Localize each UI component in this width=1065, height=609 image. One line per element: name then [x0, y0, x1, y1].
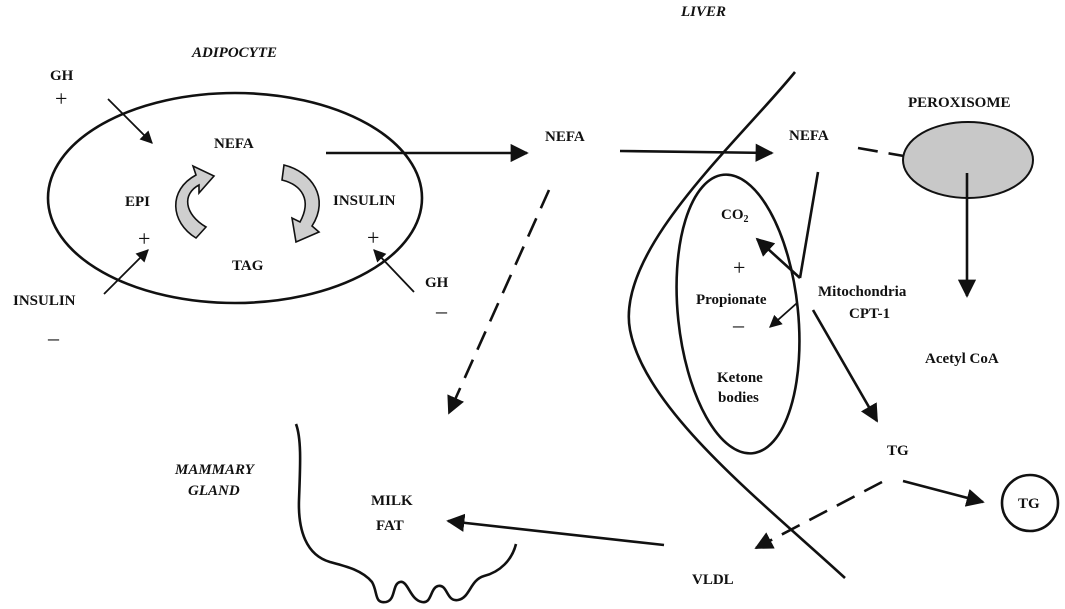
acetyl-coa-label: Acetyl CoA — [925, 351, 999, 367]
gh-top-arrow — [107, 98, 153, 144]
gh-top-sign: + — [55, 86, 67, 111]
tg-storage-circle — [1000, 473, 1060, 533]
co2-label: CO2 — [721, 207, 749, 225]
mammary-title-line1: MAMMARY — [174, 462, 256, 478]
tg-to-vldl-dashed-arrow — [754, 480, 883, 550]
liver-boundary — [627, 71, 846, 579]
vldl-to-milk-fat-arrow — [446, 513, 665, 547]
adipocyte-title: ADIPOCYTE — [191, 45, 277, 61]
gh-right-arrow — [373, 249, 415, 293]
milk-fat-label-line1: MILK — [371, 493, 413, 509]
ketone-label-line1: Ketone — [717, 370, 763, 386]
vldl-label: VLDL — [692, 572, 734, 588]
nefa-to-mammary-dashed-arrow — [447, 189, 551, 415]
insulin-cell-sign: + — [367, 225, 379, 250]
nefa-to-liver-arrow — [619, 143, 774, 162]
propionate-label: Propionate — [696, 292, 767, 308]
mitochondria-to-ketone-arrow — [769, 302, 798, 328]
insulin-cell-label: INSULIN — [333, 193, 396, 209]
nefa-cell-label: NEFA — [214, 136, 254, 152]
nefa-blood-label: NEFA — [545, 129, 585, 145]
propionate-plus-sign: + — [733, 255, 745, 280]
tg-to-storage-arrow — [902, 479, 985, 507]
gh-top-label: GH — [50, 68, 74, 84]
peroxisome-label: PEROXISOME — [908, 95, 1011, 111]
epi-sign: + — [138, 226, 150, 251]
epi-label: EPI — [125, 194, 150, 210]
insulin-left-sign: – — [47, 325, 60, 350]
insulin-left-label: INSULIN — [13, 293, 76, 309]
nefa-liver-label: NEFA — [789, 128, 829, 144]
tg-label: TG — [887, 443, 909, 459]
ketone-label-line2: bodies — [718, 390, 759, 406]
lipogenesis-cycle-arrow — [281, 164, 321, 244]
mammary-title-line2: GLAND — [188, 483, 240, 499]
tg-storage-label: TG — [1018, 496, 1040, 512]
adipocyte-cell — [46, 91, 424, 305]
mitochondria-label-line1: Mitochondria — [818, 284, 907, 300]
mammary-gland-outline — [294, 423, 518, 604]
mitochondria-to-co2-arrow — [755, 237, 801, 279]
milk-fat-label-line2: FAT — [376, 518, 404, 534]
lipolysis-cycle-arrow — [174, 164, 216, 240]
liver-title: LIVER — [680, 4, 726, 20]
gh-right-sign: – — [435, 298, 448, 323]
gh-right-label: GH — [425, 275, 449, 291]
propionate-minus-sign: – — [732, 312, 745, 337]
tag-label: TAG — [232, 258, 264, 274]
nefa-to-mitochondria-line — [798, 171, 820, 279]
mitochondria-label-line2: CPT-1 — [849, 306, 890, 322]
mitochondria-to-tg-arrow — [811, 309, 879, 423]
mitochondria — [675, 173, 801, 455]
insulin-left-arrow — [103, 249, 149, 295]
